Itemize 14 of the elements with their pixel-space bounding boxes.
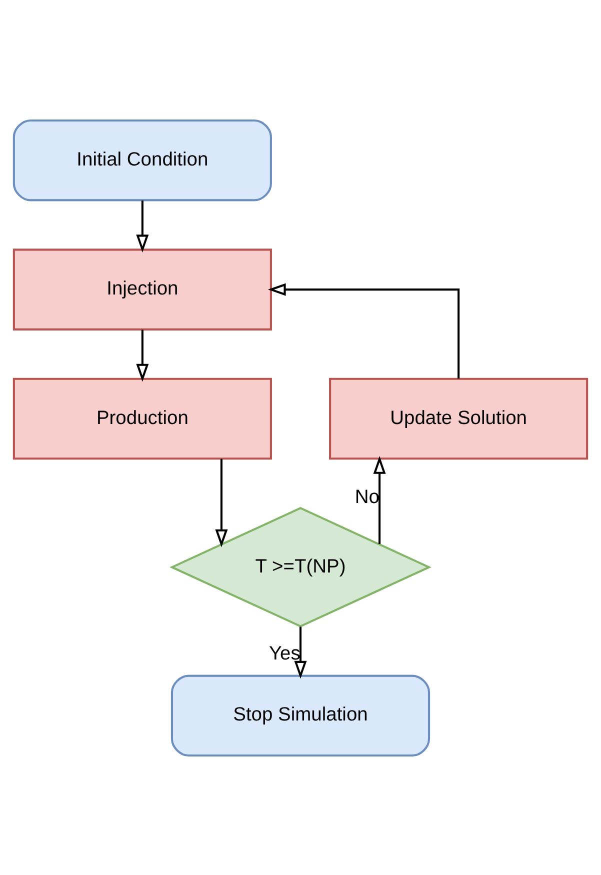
arrow <box>294 626 307 678</box>
arrow <box>268 282 460 378</box>
arrow <box>136 329 149 382</box>
node-box: Injection <box>12 248 272 330</box>
arrow <box>215 458 228 547</box>
node-box: Stop Simulation <box>170 674 430 756</box>
node-box: Update Solution <box>329 377 588 460</box>
node-box: Production <box>12 377 272 460</box>
edge-label: Yes <box>269 643 300 664</box>
arrow <box>136 200 149 252</box>
node-box: Initial Condition <box>12 118 272 201</box>
node-diamond: T >=T(NP) <box>170 506 432 627</box>
arrow <box>373 456 386 544</box>
edge-label: No <box>354 486 380 508</box>
